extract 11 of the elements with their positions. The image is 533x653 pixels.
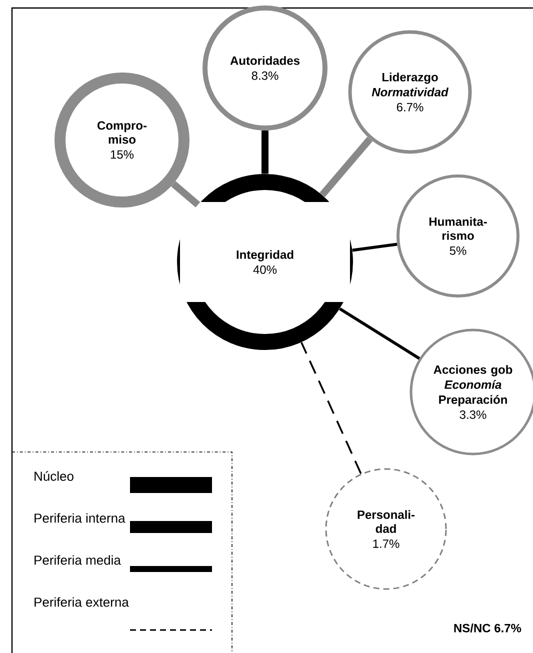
connector-line: [320, 136, 373, 198]
connector-line: [300, 342, 362, 474]
legend-label: Periferia interna: [34, 513, 126, 523]
legend-label: Periferia media: [34, 555, 121, 565]
connector-line: [171, 181, 200, 208]
legend-label: Núcleo: [34, 471, 74, 481]
note-text: NS/NC 6.7%: [454, 624, 522, 632]
legend-label: Periferia externa: [34, 597, 129, 607]
connector-line: [262, 130, 268, 174]
connector-line: [352, 242, 398, 252]
connector-line: [339, 307, 420, 360]
